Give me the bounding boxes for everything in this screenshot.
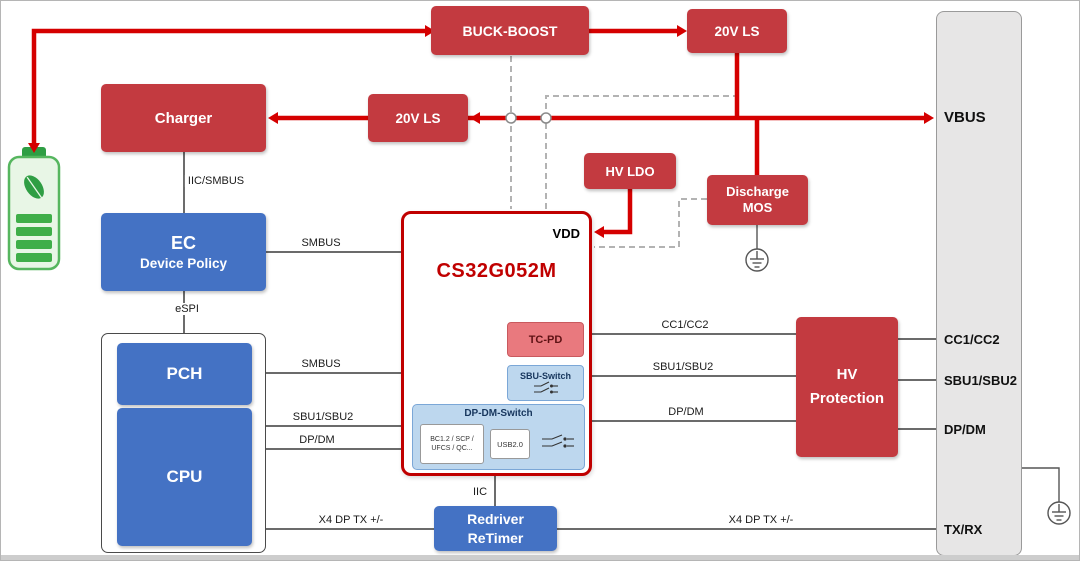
- arrowhead: [677, 25, 687, 37]
- arrowhead: [28, 143, 40, 153]
- block-redriver-retimer: Redriver ReTimer: [434, 506, 557, 551]
- block-hv-ldo: HV LDO: [584, 153, 676, 189]
- wire-label-x4-left: X4 DP TX +/-: [318, 514, 384, 526]
- wire-label-espi: eSPI: [172, 303, 202, 315]
- block-charger: Charger: [101, 84, 266, 152]
- arrowhead: [594, 226, 604, 238]
- panel-label-vbus: VBUS: [944, 109, 986, 126]
- chip-title: CS32G052M: [436, 260, 557, 282]
- hv-protection-label-1: HV: [836, 366, 858, 383]
- bc-protocol-block: BC1.2 / SCP / UFCS / QC...: [420, 424, 484, 464]
- sbu-switch-label: SBU-Switch: [519, 371, 571, 381]
- tc-pd-block: TC-PD: [507, 322, 584, 357]
- ec-label: EC: [170, 233, 196, 253]
- block-ec-device-policy: EC Device Policy: [101, 213, 266, 291]
- buck-boost-label: BUCK-BOOST: [462, 22, 558, 39]
- switch-icon: [542, 434, 574, 448]
- block-cpu: CPU: [117, 408, 252, 546]
- dp-dm-switch-block: DP-DM-Switch BC1.2 / SCP / UFCS / QC... …: [412, 404, 585, 470]
- bottom-scrollbar[interactable]: [1, 555, 1079, 560]
- 20v-ls-top-label: 20V LS: [714, 23, 760, 39]
- usb2-block: USB2.0: [490, 429, 530, 459]
- hv-ldo-label: HV LDO: [605, 163, 655, 179]
- battery-icon: [7, 147, 61, 271]
- power-wire-battery-buckboost: [31, 28, 425, 143]
- wire-label-x4-right: X4 DP TX +/-: [728, 514, 794, 526]
- connector-panel: VBUS CC1/CC2 SBU1/SBU2 DP/DM TX/RX: [936, 11, 1022, 556]
- bc-label-1: BC1.2 / SCP /: [430, 435, 474, 443]
- 20v-ls-mid-label: 20V LS: [395, 110, 441, 126]
- block-20v-ls-top: 20V LS: [687, 9, 787, 53]
- wire-label-dpdm-out: DP/DM: [668, 406, 704, 418]
- block-buck-boost: BUCK-BOOST: [431, 6, 589, 55]
- dashed-wire-20vls-chip: [545, 95, 735, 209]
- block-hv-protection: HV Protection: [796, 317, 898, 457]
- wire-label-sbu-cpu: SBU1/SBU2: [292, 411, 354, 423]
- wire-label-smbus-ec: SMBUS: [301, 237, 341, 249]
- wire-label-iic: IIC: [473, 486, 488, 498]
- redriver-label-1: Redriver: [467, 511, 524, 528]
- redriver-label-2: ReTimer: [467, 529, 524, 546]
- leaf-icon: [24, 175, 44, 199]
- arrowhead: [924, 112, 934, 124]
- switch-icon: [533, 381, 558, 394]
- cpu-label: CPU: [166, 467, 203, 486]
- junction-node: [540, 112, 552, 124]
- arrowhead: [425, 25, 435, 37]
- arrowhead: [470, 112, 480, 124]
- wire-label-iic-smbus: IIC/SMBUS: [184, 175, 248, 187]
- panel-label-dpdm: DP/DM: [944, 422, 986, 437]
- chip-cs32g052m: VDD CS32G052M TC-PD SBU-Switch DP-DM-Swi…: [401, 211, 592, 476]
- dp-dm-switch-label: DP-DM-Switch: [464, 408, 533, 419]
- arrowhead: [268, 112, 278, 124]
- block-20v-ls-mid: 20V LS: [368, 94, 468, 142]
- host-container: PCH CPU: [101, 333, 266, 553]
- ground-icon: [1022, 467, 1071, 525]
- panel-label-txrx: TX/RX: [944, 522, 983, 537]
- block-pch: PCH: [117, 343, 252, 405]
- vdd-label: VDD: [552, 226, 580, 241]
- sbu-switch-block: SBU-Switch: [507, 365, 584, 401]
- dashed-wire-dischargemos-chip: [594, 198, 707, 248]
- junction-node: [505, 112, 517, 124]
- charger-label: Charger: [154, 109, 213, 127]
- ground-icon: [745, 225, 769, 272]
- block-discharge-mos: Discharge MOS: [707, 175, 808, 225]
- wire-label-sbu-out: SBU1/SBU2: [652, 361, 714, 373]
- panel-label-cc: CC1/CC2: [944, 332, 1000, 347]
- wire-label-dpdm-cpu: DP/DM: [299, 434, 335, 446]
- panel-label-sbu: SBU1/SBU2: [944, 373, 1017, 388]
- wire-label-smbus-pch: SMBUS: [301, 358, 341, 370]
- wire-label-cc-out: CC1/CC2: [661, 319, 709, 331]
- pch-label: PCH: [166, 364, 203, 383]
- hv-protection-label-2: Protection: [809, 390, 885, 407]
- bc-label-2: UFCS / QC...: [431, 445, 473, 452]
- discharge-mos-label-2: MOS: [742, 200, 773, 215]
- power-wire-hvldo-vdd: [604, 189, 633, 235]
- discharge-mos-label-1: Discharge: [726, 183, 789, 199]
- ec-sublabel: Device Policy: [139, 256, 228, 271]
